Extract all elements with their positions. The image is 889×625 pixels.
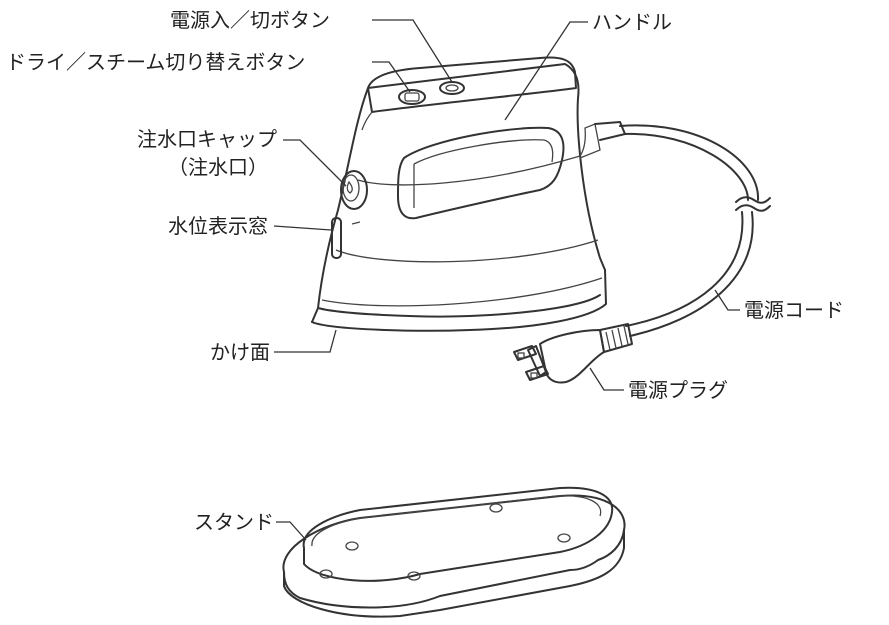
iron-body (311, 56, 607, 332)
leader-lines (273, 19, 740, 541)
handle-opening (397, 126, 565, 220)
stand-foot (489, 503, 503, 513)
top-surface (367, 56, 577, 113)
label-water-inlet: （注水口） (168, 155, 268, 179)
soleplate-shape (311, 269, 607, 332)
stand-foot (319, 569, 333, 579)
stand-foot (345, 541, 359, 551)
stand-foot (407, 571, 421, 581)
label-power-button: 電源入／切ボタン (170, 8, 330, 32)
label-water-window: 水位表示窓 (168, 214, 268, 238)
power-plug-shape (513, 323, 633, 384)
label-dry-steam-button: ドライ／スチーム切り替えボタン (6, 50, 306, 74)
stand-foot (557, 533, 571, 543)
label-water-cap: 注水口キャップ (137, 127, 277, 151)
water-window-shape (331, 217, 342, 259)
label-handle: ハンドル (592, 10, 672, 34)
power-cord-shape (594, 121, 771, 337)
water-cap-shape (340, 170, 368, 210)
label-power-cord: 電源コード (744, 298, 844, 322)
power-button-shape (439, 81, 465, 95)
label-soleplate: かけ面 (210, 340, 270, 364)
stand-shape (282, 486, 626, 618)
dry-steam-button-shape (398, 89, 426, 105)
label-power-plug: 電源プラグ (628, 378, 728, 402)
label-stand: スタンド (194, 510, 274, 534)
